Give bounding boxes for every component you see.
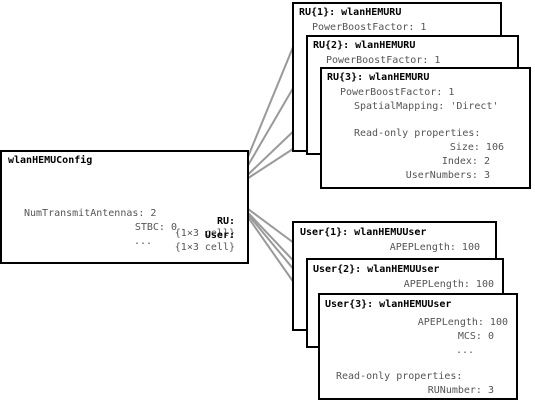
ru-2-power-boost: PowerBoostFactor: 1 xyxy=(326,55,441,66)
user-property-value[interactable]: {1×3 cell} xyxy=(174,242,235,253)
ru-3-user-numbers: UserNumbers: 3 xyxy=(405,170,490,181)
ru-property-label: RU: xyxy=(216,216,235,227)
config-box: wlanHEMUConfig RU: {1×3 cell} User: {1×3… xyxy=(0,150,249,264)
user-box-3: User{3}: wlanHEMUUser APEPLength: 100 MC… xyxy=(318,293,518,400)
ru-box-3: RU{3}: wlanHEMURU PowerBoostFactor: 1 Sp… xyxy=(320,67,531,189)
user-3-title: User{3}: wlanHEMUUser xyxy=(325,299,452,310)
config-title: wlanHEMUConfig xyxy=(8,155,93,166)
ru-3-index: Index: 2 xyxy=(441,156,490,167)
antennas-property: NumTransmitAntennas: 2 xyxy=(24,208,157,219)
user-3-apep-length: APEPLength: 100 xyxy=(417,317,508,328)
user-3-ellipsis: ... xyxy=(455,345,474,356)
user-2-apep-length: APEPLength: 100 xyxy=(403,279,494,290)
stbc-property: STBC: 0 xyxy=(134,222,177,233)
user-2-title: User{2}: wlanHEMUUser xyxy=(313,264,440,275)
ru-3-readonly-heading: Read-only properties: xyxy=(354,128,481,139)
user-property-label: User: xyxy=(204,230,235,241)
ru-2-title: RU{2}: wlanHEMURU xyxy=(313,40,416,51)
user-1-apep-length: APEPLength: 100 xyxy=(389,242,480,253)
user-property-row: User: {1×3 cell} xyxy=(2,194,235,290)
ru-3-title: RU{3}: wlanHEMURU xyxy=(327,72,430,83)
user-3-mcs: MCS: 0 xyxy=(457,331,494,342)
user-1-title: User{1}: wlanHEMUUser xyxy=(300,227,427,238)
user-3-ru-number: RUNumber: 3 xyxy=(427,385,494,396)
user-3-readonly-heading: Read-only properties: xyxy=(336,371,463,382)
config-ellipsis: ... xyxy=(133,236,152,247)
ru-3-size: Size: 106 xyxy=(449,142,504,153)
ru-property-row: RU: {1×3 cell} xyxy=(2,180,235,276)
ru-3-power-boost: PowerBoostFactor: 1 xyxy=(340,87,455,98)
ru-1-title: RU{1}: wlanHEMURU xyxy=(299,7,402,18)
ru-3-spatial-mapping: SpatialMapping: 'Direct' xyxy=(354,101,499,112)
ru-1-power-boost: PowerBoostFactor: 1 xyxy=(312,22,427,33)
ru-property-value[interactable]: {1×3 cell} xyxy=(174,228,235,239)
